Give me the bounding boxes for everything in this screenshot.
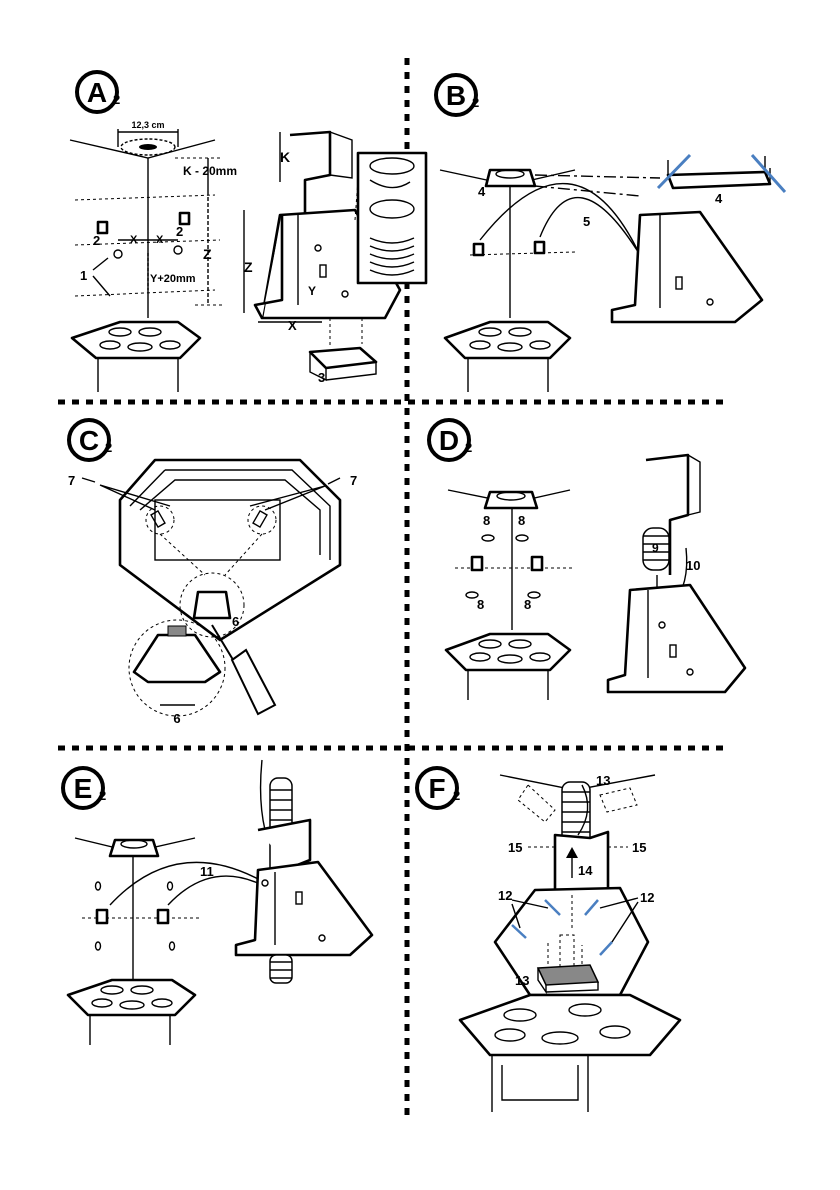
label-12-right: 12: [640, 890, 654, 905]
panel-c-badge: C 2: [67, 418, 112, 462]
svg-text:D: D: [439, 425, 459, 456]
y-plus-20-label: Y+20mm: [150, 273, 196, 285]
label-15-right: 15: [632, 840, 646, 855]
label-8-bl: 8: [477, 597, 484, 612]
label-13-top: 13: [596, 773, 610, 788]
panel-e-badge: E 2: [61, 766, 106, 810]
panel-e: E 2 11: [61, 759, 374, 1045]
panel-c: C 2 7 7 6 6: [67, 418, 357, 726]
x-label-right: X: [156, 234, 164, 246]
svg-text:2: 2: [99, 788, 106, 803]
label-7-left: 7: [68, 473, 75, 488]
label-6-right: 6: [232, 614, 239, 629]
label-8-br: 8: [524, 597, 531, 612]
dim-12-3cm: 12,3 cm: [131, 120, 164, 130]
panel-d: D 2 8 8 8 8 9 10: [427, 418, 747, 700]
label-1: 1: [80, 268, 87, 283]
panel-a: A 2 12,3 cm K - 20mm Z 2 2 X X: [69, 70, 428, 392]
label-2-left: 2: [93, 233, 100, 248]
label-4-right: 4: [715, 191, 723, 206]
svg-text:F: F: [428, 773, 445, 804]
label-12-left: 12: [498, 888, 512, 903]
label-3: 3: [318, 370, 325, 385]
label-11: 11: [200, 864, 214, 879]
panel-b: B 2 4 4 5: [434, 73, 787, 392]
svg-text:C: C: [79, 425, 99, 456]
svg-text:2: 2: [113, 92, 120, 107]
svg-text:A: A: [87, 77, 107, 108]
svg-text:2: 2: [453, 788, 460, 803]
panel-f-badge: F 2: [415, 766, 460, 810]
z-left-label: Z: [203, 246, 212, 262]
label-2-right: 2: [176, 224, 183, 239]
label-9: 9: [652, 541, 659, 555]
label-8-tl: 8: [483, 513, 490, 528]
svg-text:2: 2: [105, 440, 112, 455]
label-13-bottom: 13: [515, 973, 529, 988]
k-minus-20-label: K - 20mm: [183, 164, 237, 178]
x-bottom-label: X: [288, 318, 297, 333]
x-label-left: X: [130, 234, 138, 246]
panel-b-badge: B 2: [434, 73, 479, 117]
svg-text:2: 2: [465, 440, 472, 455]
panel-a-badge: A 2: [75, 70, 120, 114]
panel-d-badge: D 2: [427, 418, 472, 462]
label-4-left: 4: [478, 184, 486, 199]
z-right-label: Z: [244, 259, 253, 275]
label-14: 14: [578, 863, 593, 878]
label-15-left: 15: [508, 840, 522, 855]
svg-text:E: E: [74, 773, 93, 804]
label-10: 10: [686, 558, 700, 573]
k-label: K: [280, 149, 290, 165]
panel-f: F 2 13 14 15 15 12 12: [415, 766, 682, 1112]
y-label: Y: [308, 284, 316, 298]
label-6-bottom: 6: [173, 711, 180, 726]
svg-text:B: B: [446, 80, 466, 111]
label-5: 5: [583, 214, 590, 229]
svg-text:2: 2: [472, 95, 479, 110]
label-8-tr: 8: [518, 513, 525, 528]
label-7-right: 7: [350, 473, 357, 488]
